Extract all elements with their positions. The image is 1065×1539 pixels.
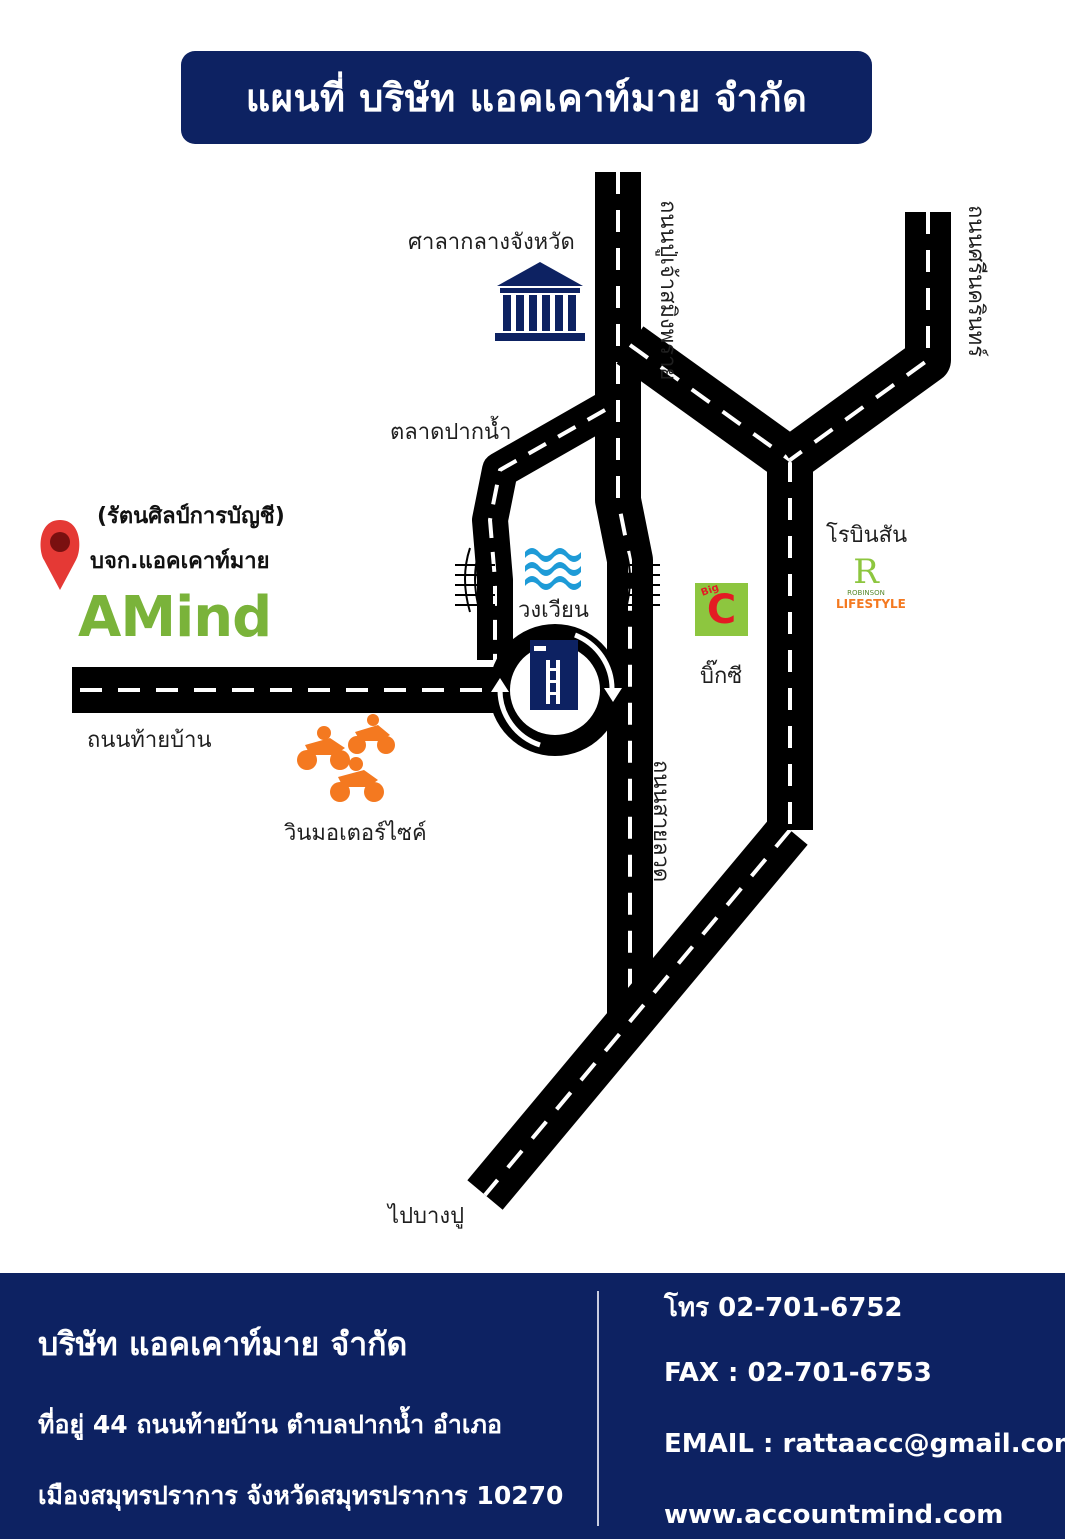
label-road-sukhumvit: ถนนสายลวด	[648, 760, 673, 883]
label-motorcycle-taxi: วินมอเตอร์ไซค์	[284, 821, 427, 846]
label-to-bangpu: ไปบางปู	[388, 1204, 465, 1229]
location-pin-icon	[40, 520, 80, 590]
robinson-letter: R	[853, 552, 879, 592]
tower-icon	[530, 640, 578, 710]
footer-divider	[597, 1291, 599, 1526]
footer-email[interactable]: EMAIL : rattaacc@gmail.com	[664, 1429, 1065, 1459]
label-road-thai-ban: ถนนท้ายบ้าน	[87, 728, 212, 753]
label-big-c: บิ๊กซี	[700, 664, 743, 689]
label-roundabout: วงเวียน	[518, 598, 589, 623]
label-road-srinakarin: ถนนศรีนครินทร์	[963, 205, 988, 358]
big-c-letter: C	[706, 586, 737, 633]
robinson-logo: R ROBINSON LIFESTYLE	[836, 552, 906, 611]
amind-logo: AMind	[78, 585, 272, 650]
robinson-life-text: LIFESTYLE	[836, 597, 906, 611]
footer-address-line2: เมืองสมุทรปราการ จังหวัดสมุทรปราการ 1027…	[38, 1481, 564, 1510]
bridge-railings	[455, 547, 660, 613]
label-road-pu-chao: ถนนปู่เจ้าสมิงพราย	[655, 200, 680, 381]
arrow-heads	[491, 678, 622, 702]
label-market: ตลาดปากน้ำ	[390, 420, 512, 445]
road-srinakarin	[776, 212, 951, 479]
robinson-sub: ROBINSON	[847, 589, 885, 597]
footer-address-line1: ที่อยู่ 44 ถนนท้ายบ้าน ตำบลปากน้ำ อำเภอ	[38, 1410, 502, 1439]
roundabout-arrows-icon	[497, 632, 615, 748]
title-banner: แผนที่ บริษัท แอคเคาท์มาย จำกัด	[181, 51, 872, 144]
footer-phone[interactable]: โทร 02-701-6752	[664, 1293, 903, 1323]
footer-website[interactable]: www.accountmind.com	[664, 1500, 1004, 1530]
road-network	[72, 172, 951, 1210]
big-c-logo: Big C	[695, 582, 748, 636]
company-marker-line2: บจก.แอคเคาท์มาย	[90, 549, 270, 574]
label-city-hall: ศาลากลางจังหวัด	[408, 230, 575, 255]
company-marker-line1: (รัตนศิลป์การบัญชี)	[97, 504, 285, 529]
waves-icon	[525, 548, 581, 590]
footer: บริษัท แอคเคาท์มาย จำกัด ที่อยู่ 44 ถนนท…	[0, 1273, 1065, 1539]
footer-fax: FAX : 02-701-6753	[664, 1358, 932, 1388]
page-title: แผนที่ บริษัท แอคเคาท์มาย จำกัด	[245, 76, 808, 120]
map-canvas	[40, 172, 951, 1210]
building-icon	[495, 262, 585, 341]
footer-company: บริษัท แอคเคาท์มาย จำกัด	[38, 1325, 408, 1363]
label-robinson: โรบินสัน	[826, 523, 908, 548]
robinson-lifestyle: LIFESTYLE	[836, 597, 906, 611]
motorcycle-icon	[297, 714, 395, 802]
